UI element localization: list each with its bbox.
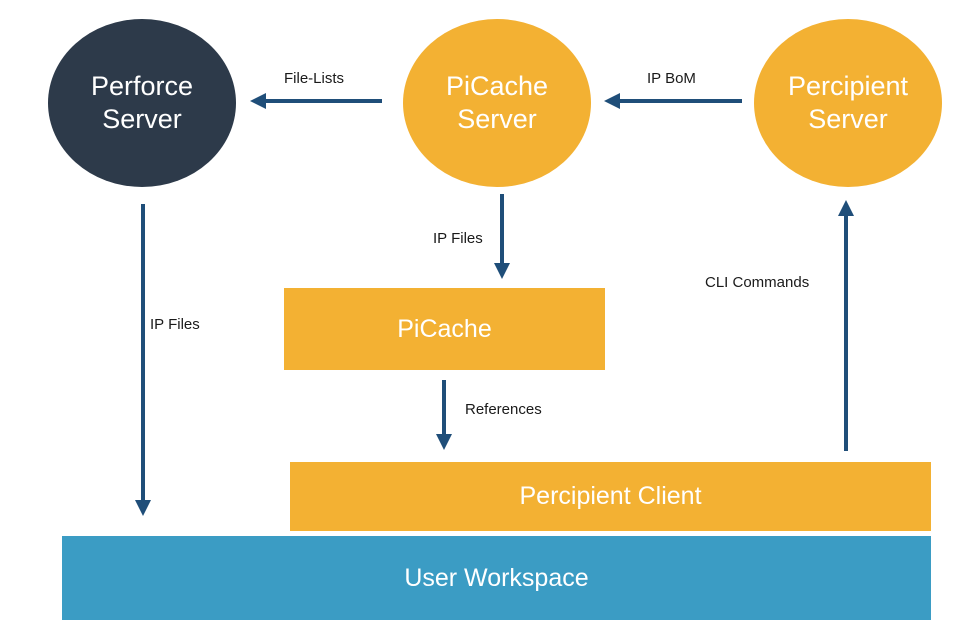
- perforce-server-label: Perforce Server: [90, 71, 194, 134]
- ip-bom-label: IP BoM: [647, 70, 696, 87]
- percipient-server-label: Percipient Server: [787, 71, 909, 134]
- picache-node: PiCache: [284, 288, 605, 370]
- ip-files-picache-label: IP Files: [433, 230, 483, 247]
- percipient-server-node: Percipient Server: [754, 19, 942, 187]
- perforce-server-node: Perforce Server: [48, 19, 236, 187]
- picache-label: PiCache: [397, 314, 492, 343]
- references-label: References: [465, 401, 542, 418]
- file-lists-label: File-Lists: [284, 70, 345, 87]
- ip-files-perforce-label: IP Files: [150, 316, 200, 333]
- cli-commands-label: CLI Commands: [705, 274, 810, 291]
- picache-server-label: PiCache Server: [445, 71, 549, 134]
- picache-server-node: PiCache Server: [403, 19, 591, 187]
- user-workspace-label: User Workspace: [404, 563, 589, 592]
- percipient-client-node: Percipient Client: [290, 462, 931, 531]
- user-workspace-node: User Workspace: [62, 536, 931, 620]
- percipient-client-label: Percipient Client: [519, 482, 702, 510]
